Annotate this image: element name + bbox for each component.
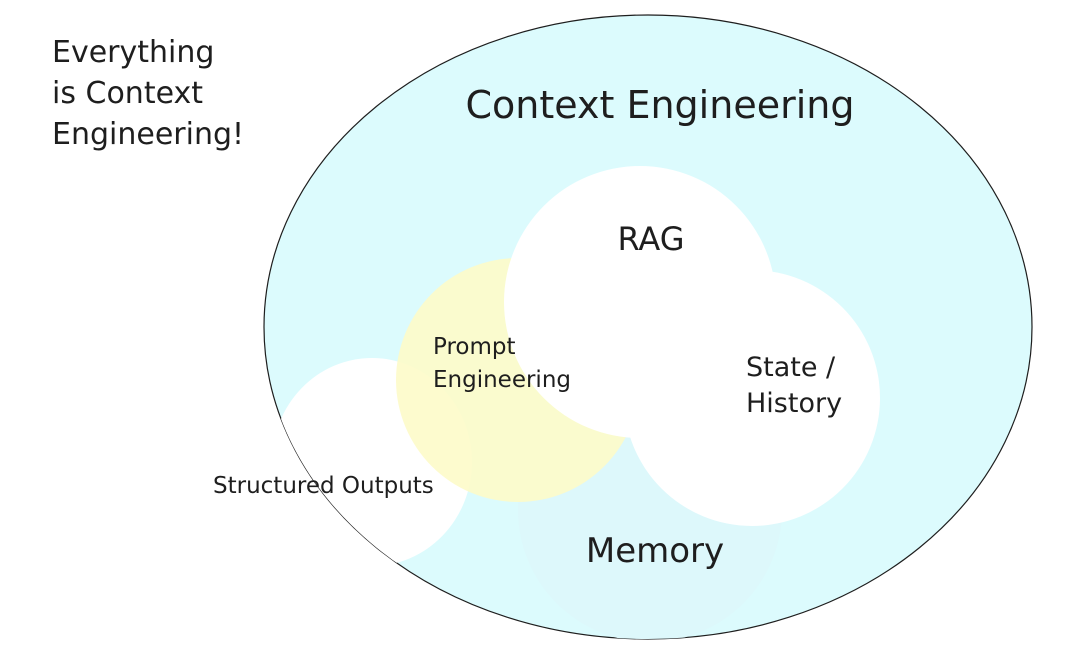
context-engineering-label: Context Engineering xyxy=(466,83,855,127)
inner-regions xyxy=(272,166,880,639)
prompt-label-line-2: Engineering xyxy=(433,367,571,393)
memory-label: Memory xyxy=(586,531,724,571)
caption-line-3: Engineering! xyxy=(52,117,244,152)
state-label-line-2: History xyxy=(746,388,842,419)
state-history-region xyxy=(624,270,880,526)
caption-line-2: is Context xyxy=(52,76,203,111)
caption-line-1: Everything xyxy=(52,35,214,70)
rag-label: RAG xyxy=(617,220,684,258)
prompt-label-line-1: Prompt xyxy=(433,334,516,360)
state-label-line-1: State / xyxy=(746,352,836,383)
structured-outputs-label: Structured Outputs xyxy=(213,473,434,499)
